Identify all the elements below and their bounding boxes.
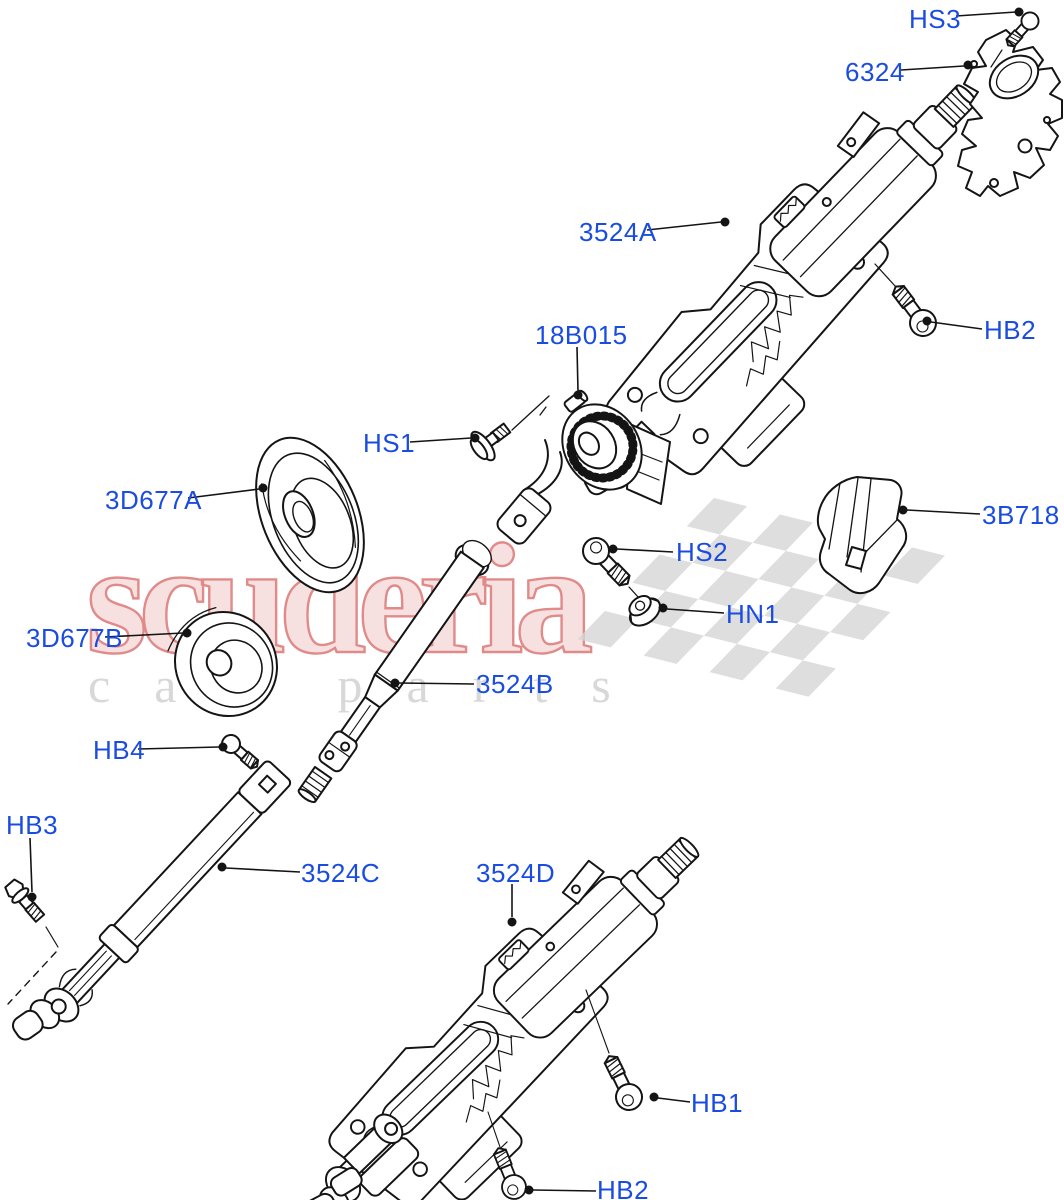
part-callout-18b015[interactable]: 18B015 (535, 320, 628, 350)
seal-disc-3d677b (167, 606, 279, 718)
mounting-plate-6324 (957, 29, 1063, 197)
part-callout-3524b[interactable]: 3524B (476, 669, 554, 699)
lower-shaft-3524c (7, 760, 292, 1041)
part-callout-hs1[interactable]: HS1 (363, 428, 416, 458)
part-callout-3524c[interactable]: 3524C (301, 858, 381, 888)
part-callout-hb4[interactable]: HB4 (93, 735, 146, 765)
bolt-hb2-upper (874, 263, 943, 343)
part-callout-3d677b[interactable]: 3D677B (26, 623, 123, 653)
intermediate-shaft-3524b (297, 439, 563, 804)
part-callout-hb2-upper[interactable]: HB2 (984, 315, 1037, 345)
part-callout-hs3[interactable]: HS3 (909, 4, 962, 34)
part-callout-hb1[interactable]: HB1 (691, 1088, 744, 1118)
bolt-hb3 (4, 878, 59, 948)
flex-coupling-18b015 (561, 389, 671, 505)
bolt-hs2 (576, 531, 640, 599)
part-callout-3b718[interactable]: 3B718 (982, 500, 1060, 530)
part-callout-3524d[interactable]: 3524D (476, 858, 556, 888)
part-callout-6324[interactable]: 6324 (845, 57, 905, 87)
part-callout-hb3[interactable]: HB3 (6, 810, 59, 840)
part-callout-hn1[interactable]: HN1 (726, 599, 780, 629)
part-callout-hb2-lower[interactable]: HB2 (597, 1175, 650, 1200)
cover-3b718 (816, 476, 908, 595)
bolt-hb2-lower (486, 1111, 531, 1200)
bolt-hb1 (585, 989, 648, 1116)
leader-lines (27, 7, 1024, 1195)
nut-hn1 (628, 594, 662, 627)
bolt-hb4 (217, 730, 264, 775)
screw-hs1 (469, 395, 550, 462)
lower-column-assembly-3524d (263, 800, 762, 1200)
part-callout-3524a[interactable]: 3524A (579, 217, 657, 247)
boot-disc-3d677a (255, 436, 365, 594)
part-callout-hs2[interactable]: HS2 (676, 537, 729, 567)
part-callout-3d677a[interactable]: 3D677A (105, 485, 202, 515)
bolt-hs3 (990, 7, 1044, 68)
